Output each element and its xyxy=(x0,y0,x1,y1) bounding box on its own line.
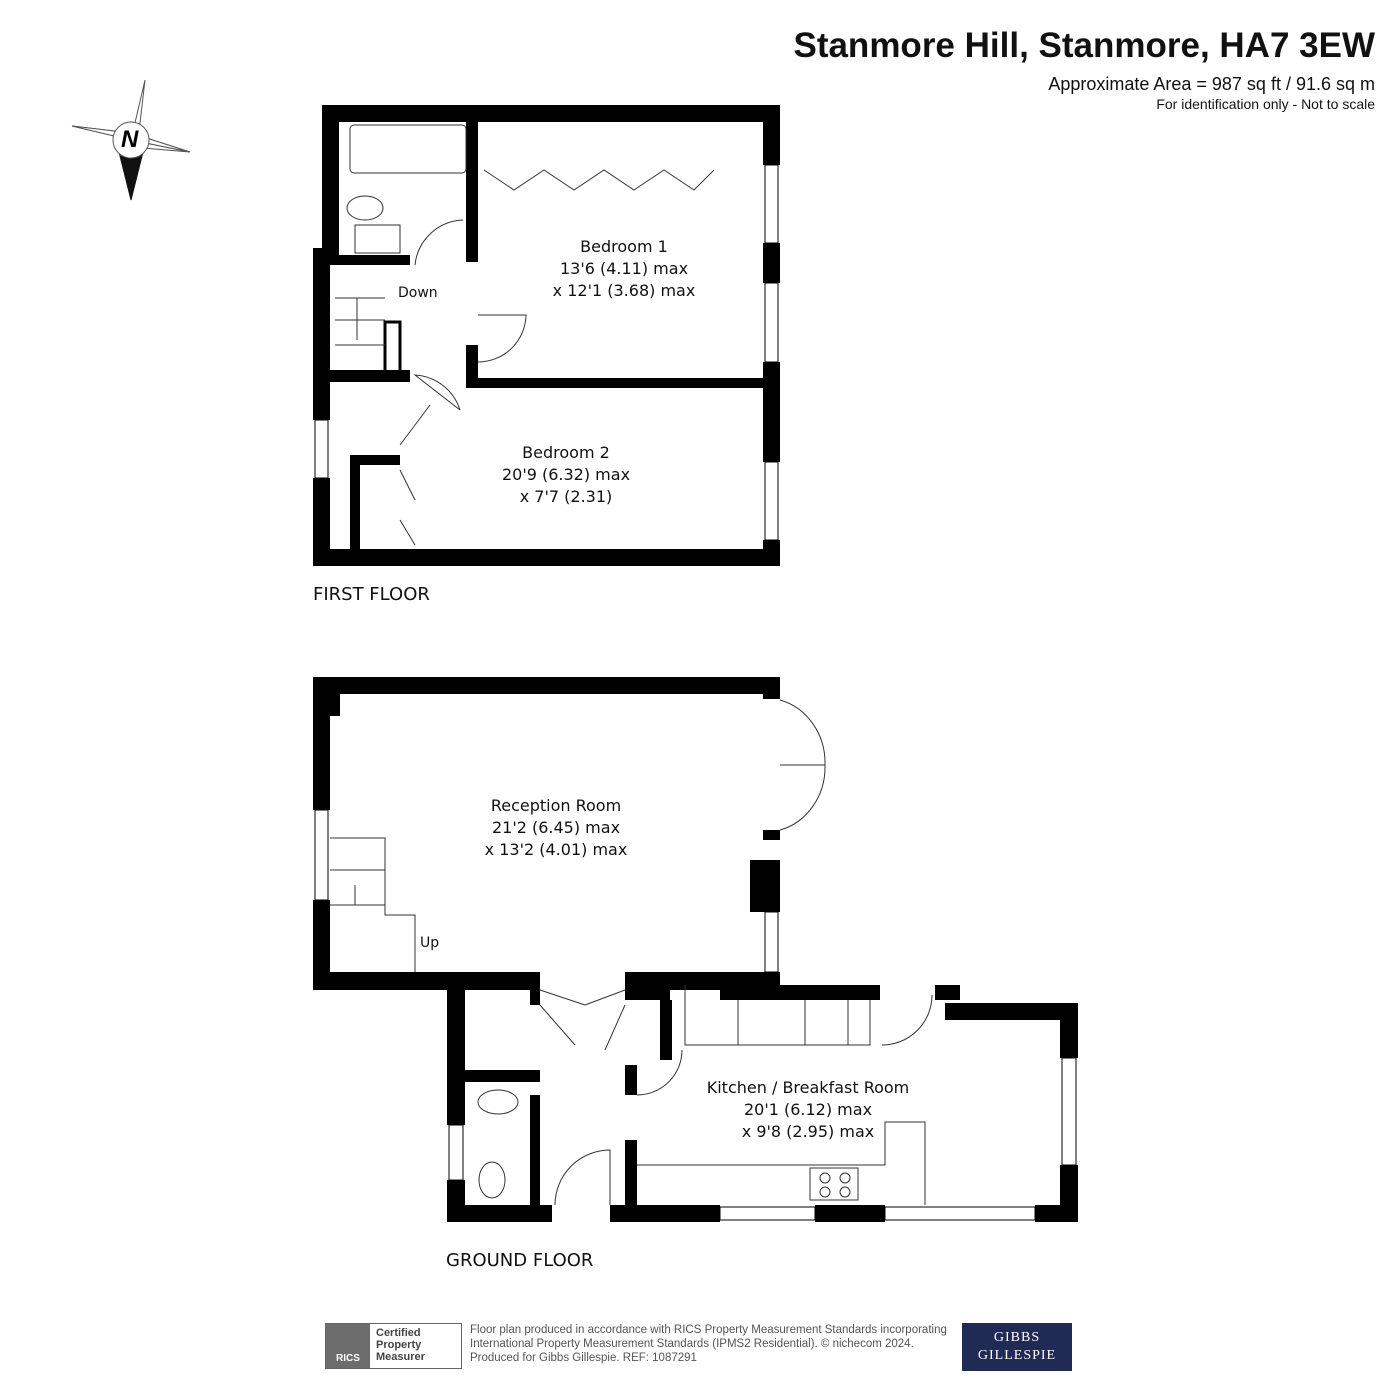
footer-text: Floor plan produced in accordance with R… xyxy=(470,1323,947,1365)
footer-line: International Property Measurement Stand… xyxy=(470,1338,914,1350)
rics-logo: RICS xyxy=(326,1324,370,1368)
wardrobe-doors xyxy=(483,169,715,191)
room-dimension: 21'2 (6.45) max xyxy=(491,818,621,837)
compass-north-label: N xyxy=(121,126,139,153)
room-dimension: x 9'8 (2.95) max xyxy=(741,1122,875,1141)
ground-floor-walls xyxy=(313,677,1078,1222)
ground-floor-windows xyxy=(314,809,1077,1221)
room-name: Bedroom 2 xyxy=(522,443,610,462)
room-label-bedroom-1: Bedroom 1 13'6 (4.11) max x 12'1 (3.68) … xyxy=(553,236,696,302)
room-label-kitchen: Kitchen / Breakfast Room 20'1 (6.12) max… xyxy=(707,1077,910,1143)
footer-line: Floor plan produced in accordance with R… xyxy=(470,1324,947,1336)
room-dimension: x 12'1 (3.68) max xyxy=(552,281,696,300)
basin-icon xyxy=(354,224,401,254)
ground-floor-fittings xyxy=(330,699,933,1206)
first-floor-fittings xyxy=(335,124,715,546)
approximate-area: Approximate Area = 987 sq ft / 91.6 sq m xyxy=(1048,74,1375,94)
scale-note: For identification only - Not to scale xyxy=(1156,96,1375,112)
rics-badge: RICS Certified Property Measurer xyxy=(325,1323,462,1369)
brand-line: GILLESPIE xyxy=(977,1348,1057,1363)
room-dimension: 13'6 (4.11) max xyxy=(559,259,689,278)
toilet-icon xyxy=(478,1161,506,1199)
room-label-bedroom-2: Bedroom 2 20'9 (6.32) max x 7'7 (2.31) xyxy=(502,442,630,508)
room-dimension: 20'1 (6.12) max xyxy=(743,1100,873,1119)
first-floor-walls xyxy=(313,105,780,566)
room-name: Reception Room xyxy=(490,796,622,815)
compass-icon xyxy=(71,79,191,201)
stairs-up-label: Up xyxy=(420,935,440,951)
room-name: Bedroom 1 xyxy=(580,237,668,256)
room-name: Kitchen / Breakfast Room xyxy=(706,1078,910,1097)
toilet-icon xyxy=(346,195,384,221)
property-title: Stanmore Hill, Stanmore, HA7 3EW xyxy=(793,26,1375,65)
bath-icon xyxy=(349,124,467,174)
hob-icon xyxy=(809,1167,859,1201)
first-floor-label: FIRST FLOOR xyxy=(313,584,430,605)
door-swing xyxy=(477,314,527,363)
stairs-down-label: Down xyxy=(398,285,438,301)
brand-line: GIBBS xyxy=(993,1330,1041,1345)
rics-badge-text: Certified Property Measurer xyxy=(376,1327,425,1363)
room-label-reception: Reception Room 21'2 (6.45) max x 13'2 (4… xyxy=(485,795,628,861)
basin-icon xyxy=(477,1089,519,1115)
room-dimension: x 13'2 (4.01) max xyxy=(484,840,628,859)
first-floor-windows xyxy=(314,164,779,541)
room-dimension: x 7'7 (2.31) xyxy=(519,487,613,506)
gibbs-gillespie-logo: GIBBS GILLESPIE xyxy=(962,1323,1072,1371)
room-dimension: 20'9 (6.32) max xyxy=(501,465,631,484)
footer-line: Produced for Gibbs Gillespie. REF: 10872… xyxy=(470,1352,697,1364)
ground-floor-label: GROUND FLOOR xyxy=(446,1250,594,1271)
